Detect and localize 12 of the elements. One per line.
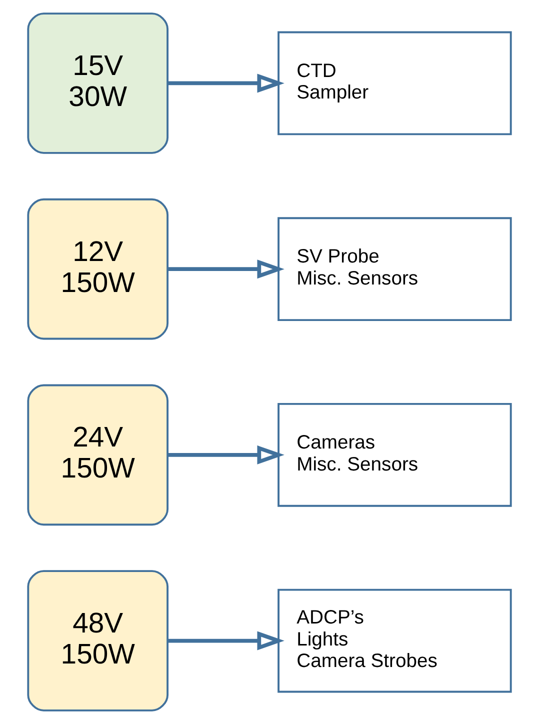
arrow [168, 631, 284, 650]
node-box: ADCP’s Lights Camera Strobes [278, 588, 512, 693]
arrow [168, 74, 284, 93]
node-box: CTD Sampler [278, 31, 512, 136]
node-box: Cameras Misc. Sensors [278, 402, 512, 507]
arrow [168, 260, 284, 279]
node-box: 24V 150W [27, 384, 169, 526]
node-box: 15V 30W [27, 12, 169, 154]
node-box: 48V 150W [27, 570, 169, 712]
arrow [168, 445, 284, 464]
node-box: 12V 150W [27, 198, 169, 340]
node-box: SV Probe Misc. Sensors [278, 217, 512, 322]
